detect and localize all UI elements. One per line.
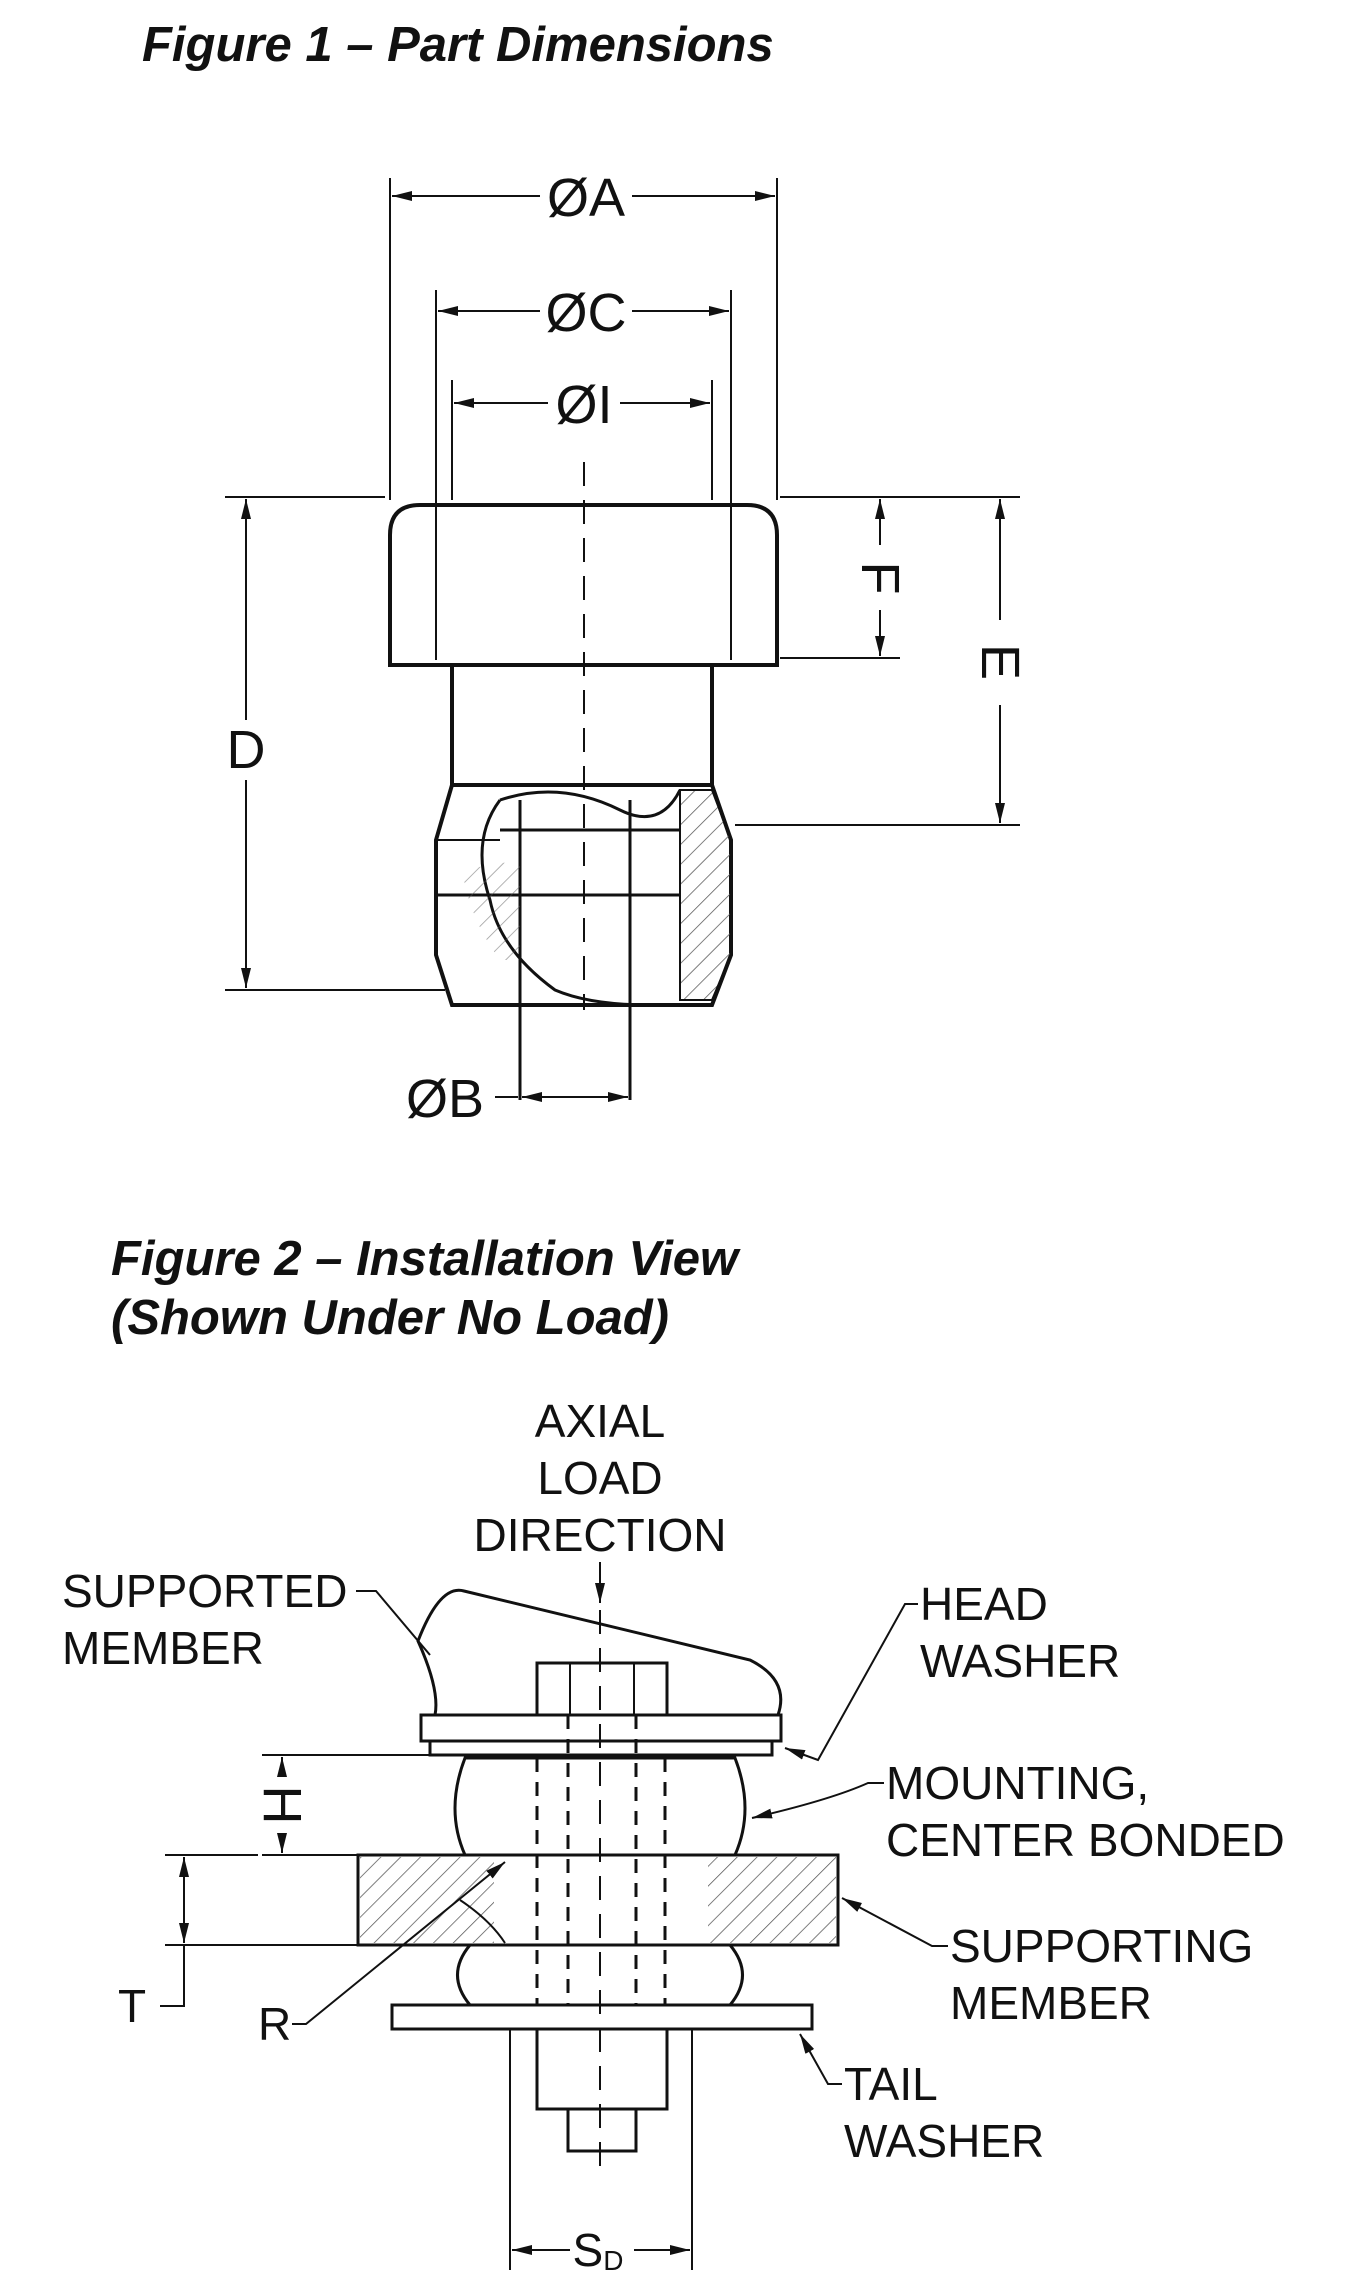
supporting-hatch-right — [708, 1857, 836, 1943]
figure-1-drawing: ØA ØC ØI — [225, 168, 1030, 1129]
label-supported-line-2: MEMBER — [62, 1622, 264, 1674]
figure-2-title-line-1: Figure 2 – Installation View — [111, 1232, 739, 1286]
dim-label-sd-sub: D — [603, 2245, 623, 2276]
part-head — [388, 503, 779, 667]
label-mounting-line-1: MOUNTING, — [886, 1757, 1149, 1809]
part-body — [434, 783, 733, 1007]
dim-label-i: ØI — [555, 375, 612, 435]
axial-label-line-3: DIRECTION — [474, 1509, 727, 1561]
figure-1-title: Figure 1 – Part Dimensions — [142, 18, 774, 72]
label-supported-line-1: SUPPORTED — [62, 1565, 347, 1617]
figure-2-title-line-2: (Shown Under No Load) — [111, 1290, 669, 1345]
dim-label-d: D — [227, 720, 266, 780]
dim-label-f: F — [850, 562, 910, 595]
label-supporting-line-2: MEMBER — [950, 1977, 1152, 2029]
figure-2-title: Figure 2 – Installation View (Shown Unde… — [111, 1230, 738, 1348]
axial-label-line-2: LOAD — [537, 1452, 662, 1504]
dim-label-r: R — [258, 1998, 291, 2050]
label-tail-washer-line-2: WASHER — [844, 2115, 1044, 2167]
dim-label-sd: SD — [573, 2224, 624, 2276]
label-mounting-line-2: CENTER BONDED — [886, 1814, 1285, 1866]
axial-label-line-1: AXIAL — [535, 1395, 665, 1447]
bolt-tail — [566, 2107, 638, 2153]
figure-2-drawing: AXIAL LOAD DIRECTION S — [62, 1395, 1285, 2276]
dim-label-t: T — [118, 1980, 146, 2032]
supported-member — [416, 1588, 783, 1717]
label-supporting-line-1: SUPPORTING — [950, 1920, 1253, 1972]
top-nut — [535, 1661, 669, 1717]
bottom-nut — [535, 2027, 669, 2111]
dim-label-e: E — [970, 644, 1030, 680]
section-hatch-right — [679, 789, 732, 1001]
label-tail-washer-line-1: TAIL — [844, 2058, 938, 2110]
label-head-washer-line-1: HEAD — [920, 1578, 1048, 1630]
dim-label-a: ØA — [547, 168, 625, 228]
dim-label-h: H — [252, 1786, 312, 1825]
supporting-hatch-left — [360, 1857, 494, 1943]
label-head-washer-line-2: WASHER — [920, 1635, 1120, 1687]
dim-label-sd-main: S — [573, 2224, 604, 2276]
dim-label-b: ØB — [406, 1069, 484, 1129]
dim-label-c: ØC — [546, 283, 627, 343]
tail-washer-plate — [390, 2003, 814, 2031]
